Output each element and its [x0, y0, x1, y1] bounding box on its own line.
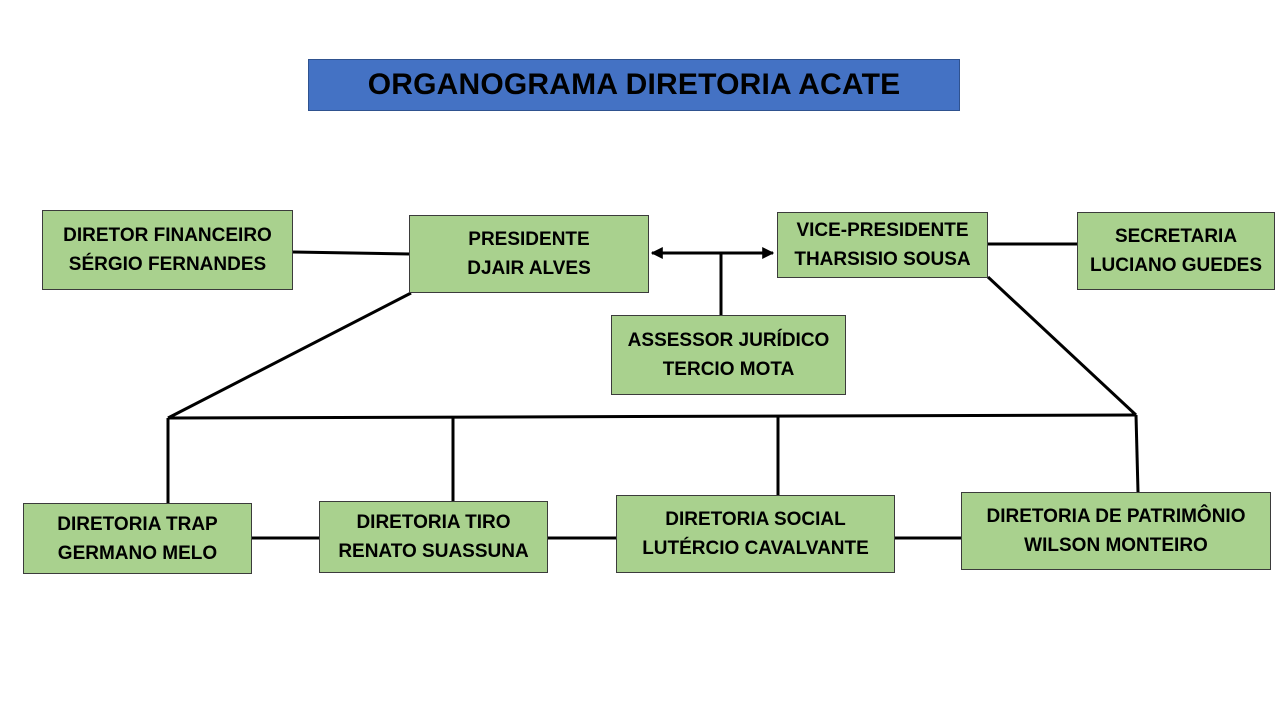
node-diretoria-trap: DIRETORIA TRAP GERMANO MELO: [23, 503, 252, 574]
node-person: TERCIO MOTA: [662, 359, 795, 380]
connector-drop-patrimonio: [1134, 414, 1140, 493]
node-vice-presidente: VICE-PRESIDENTE THARSISIO SOUSA: [777, 212, 988, 278]
node-person: SÉRGIO FERNANDES: [68, 254, 267, 275]
connector-bus: [167, 413, 1137, 420]
node-person: THARSISIO SOUSA: [794, 249, 971, 270]
node-diretor-financeiro: DIRETOR FINANCEIRO SÉRGIO FERNANDES: [42, 210, 293, 290]
node-role: DIRETORIA DE PATRIMÔNIO: [986, 506, 1246, 527]
node-person: RENATO SUASSUNA: [338, 541, 529, 562]
node-role: VICE-PRESIDENTE: [796, 220, 969, 241]
node-role: PRESIDENTE: [468, 229, 590, 250]
node-secretaria: SECRETARIA LUCIANO GUEDES: [1077, 212, 1275, 290]
node-role: ASSESSOR JURÍDICO: [627, 330, 830, 351]
node-diretoria-patrimonio: DIRETORIA DE PATRIMÔNIO WILSON MONTEIRO: [961, 492, 1271, 570]
connector-financeiro-presidente: [292, 250, 411, 256]
connector-vice-bus: [986, 275, 1138, 417]
node-presidente: PRESIDENTE DJAIR ALVES: [409, 215, 649, 293]
node-role: DIRETORIA TIRO: [356, 512, 511, 533]
node-role: SECRETARIA: [1114, 226, 1238, 247]
node-person: LUCIANO GUEDES: [1089, 255, 1263, 276]
connector-presidente-bus: [167, 291, 412, 420]
node-diretoria-social: DIRETORIA SOCIAL LUTÉRCIO CAVALVANTE: [616, 495, 895, 573]
node-person: GERMANO MELO: [57, 542, 218, 564]
node-role: DIRETORIA SOCIAL: [665, 509, 846, 530]
node-person: WILSON MONTEIRO: [1024, 535, 1208, 556]
page-title: ORGANOGRAMA DIRETORIA ACATE: [308, 59, 960, 111]
node-role: DIRETOR FINANCEIRO: [63, 225, 272, 246]
node-person: DJAIR ALVES: [467, 258, 591, 279]
node-assessor-juridico: ASSESSOR JURÍDICO TERCIO MOTA: [611, 315, 846, 395]
node-person: LUTÉRCIO CAVALVANTE: [642, 538, 869, 559]
node-role: DIRETORIA TRAP: [57, 513, 218, 535]
node-diretoria-tiro: DIRETORIA TIRO RENATO SUASSUNA: [319, 501, 548, 573]
